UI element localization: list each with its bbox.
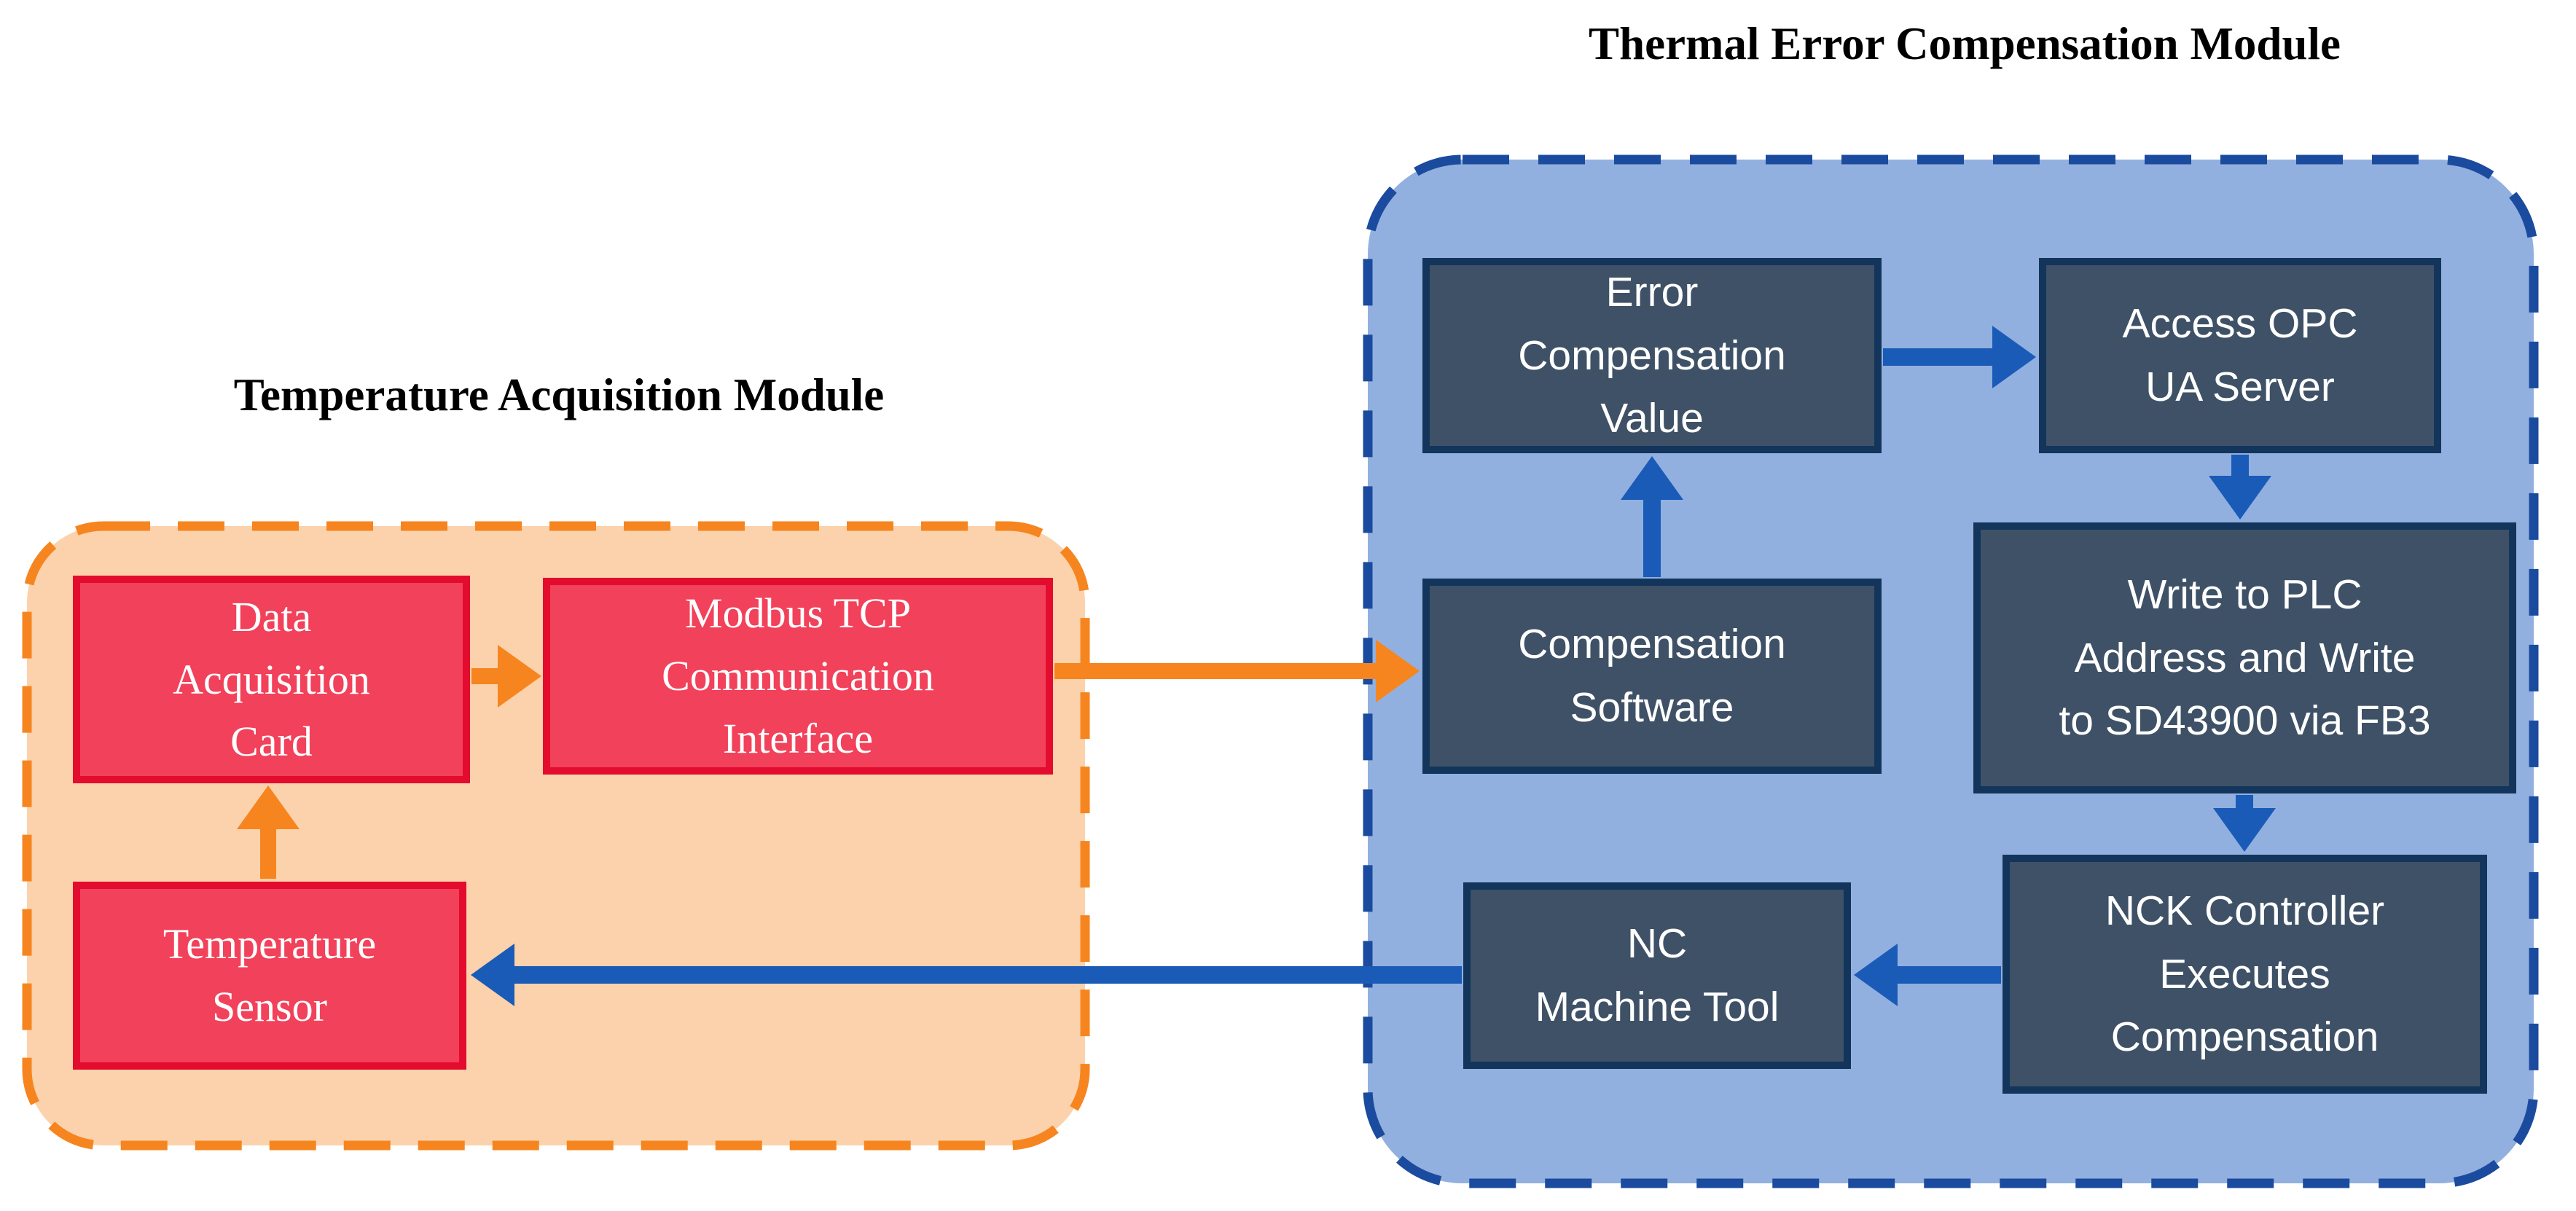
arrow-opc-server-to-write-plc — [2209, 455, 2271, 520]
arrow-nc-machine-to-sensor — [471, 944, 1462, 1006]
nck-controller-executes-compensation-label: NCK Controller Executes Compensation — [2105, 887, 2385, 1061]
nc-machine-tool-label: NC Machine Tool — [1535, 920, 1780, 1030]
data-acquisition-card: Data Acquisition Card — [73, 576, 470, 783]
write-to-plc-address: Write to PLC Address and Write to SD4390… — [1973, 522, 2516, 793]
temperature-acquisition-module-title: Temperature Acquisition Module — [233, 369, 885, 420]
compensation-software-label: Compensation Software — [1518, 621, 1786, 731]
access-opc-ua-server-label: Access OPC UA Server — [2122, 300, 2358, 410]
error-compensation-value-label: Error Compensation Value — [1518, 269, 1786, 442]
thermal-error-compensation-module-title: Thermal Error Compensation Module — [1589, 18, 2341, 69]
arrow-nck-to-nc-machine — [1854, 944, 2001, 1006]
nck-controller-executes-compensation: NCK Controller Executes Compensation — [2003, 855, 2487, 1094]
access-opc-ua-server: Access OPC UA Server — [2039, 258, 2441, 453]
modbus-tcp-communication-interface: Modbus TCP Communication Interface — [543, 578, 1053, 775]
nc-machine-tool: NC Machine Tool — [1463, 882, 1851, 1069]
error-compensation-value: Error Compensation Value — [1422, 258, 1882, 453]
temperature-sensor-label: Temperature Sensor — [163, 920, 377, 1030]
arrow-error-value-to-opc-server — [1883, 326, 2036, 388]
arrow-daq-to-modbus — [471, 645, 541, 708]
arrow-write-plc-to-nck — [2213, 795, 2276, 852]
modbus-tcp-communication-interface-label: Modbus TCP Communication Interface — [662, 589, 934, 762]
compensation-software: Compensation Software — [1422, 579, 1882, 774]
arrow-sensor-to-daq — [237, 785, 300, 879]
write-to-plc-address-label: Write to PLC Address and Write to SD4390… — [2059, 571, 2431, 745]
arrow-modbus-to-compensation-software — [1054, 640, 1420, 702]
temperature-sensor: Temperature Sensor — [73, 882, 466, 1070]
arrow-software-to-error-value — [1621, 456, 1683, 577]
data-acquisition-card-label: Data Acquisition Card — [173, 592, 370, 766]
